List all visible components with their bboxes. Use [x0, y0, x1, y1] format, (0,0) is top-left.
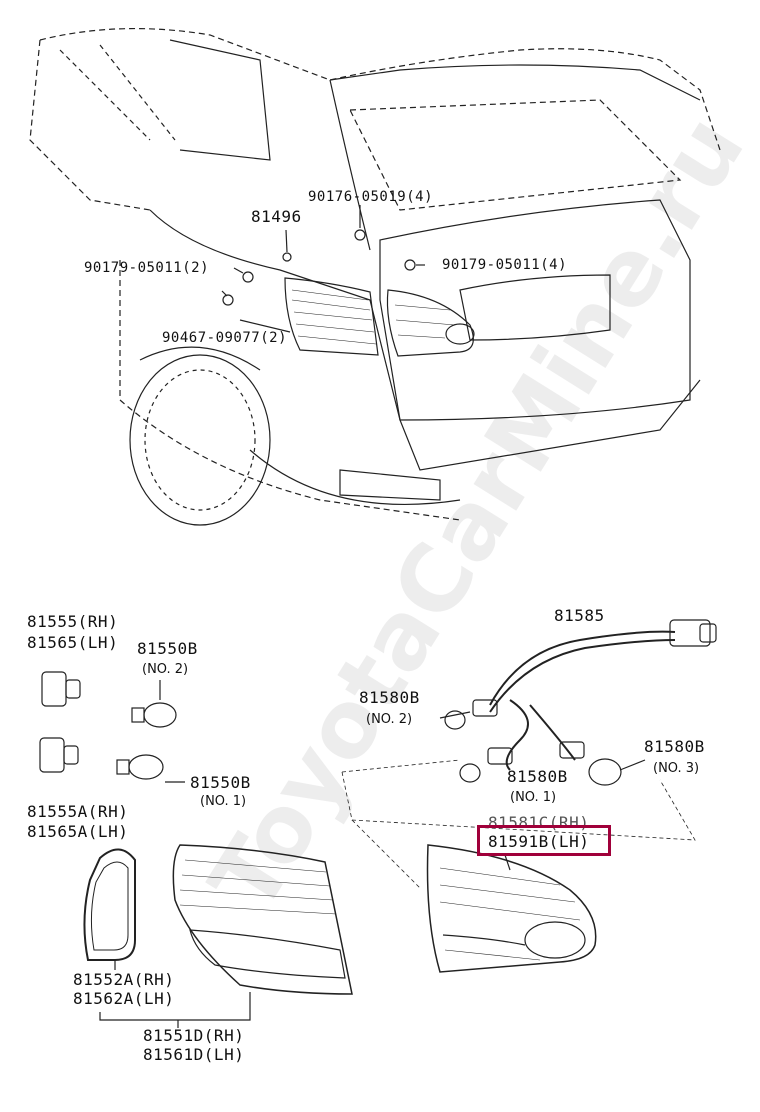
- highlight-box: [477, 825, 611, 856]
- rear-lens-right: [426, 844, 597, 973]
- part-label-81585: 81585: [554, 606, 605, 625]
- bulb-number-no2-right: (NO. 2): [366, 712, 413, 727]
- part-label-90179-05011-left: 90179-05011(2): [84, 260, 210, 276]
- socket-icon: [39, 737, 79, 773]
- part-label-90179-05011-right: 90179-05011(4): [442, 257, 568, 273]
- part-label-81565: 81565(LH): [27, 633, 119, 652]
- wire-harness: [472, 619, 717, 771]
- rear-lens-left: [172, 844, 353, 995]
- part-label-81550b-no2: 81550B: [137, 639, 198, 658]
- bulb-number-no3: (NO. 3): [653, 761, 700, 776]
- part-label-81551d: 81551D(RH): [143, 1026, 245, 1045]
- part-label-81552a: 81552A(RH): [73, 970, 175, 989]
- part-label-81555: 81555(RH): [27, 612, 119, 631]
- car-taillight-left: [284, 277, 379, 356]
- car-taillight-right: [386, 289, 475, 357]
- bulb-icon: [444, 710, 466, 730]
- bolt-icon: [354, 229, 366, 241]
- part-label-81580b-no3: 81580B: [644, 737, 705, 756]
- nut-icon: [404, 259, 416, 271]
- bulb-number-no1-left: (NO. 1): [200, 794, 247, 809]
- nut-icon: [242, 271, 254, 283]
- part-label-81565a: 81565A(LH): [27, 822, 129, 841]
- bulb-number-no2-left: (NO. 2): [142, 662, 189, 677]
- part-label-81561d: 81561D(LH): [143, 1045, 245, 1064]
- bolt-icon: [282, 252, 292, 262]
- part-label-81550b-no1: 81550B: [190, 773, 251, 792]
- part-label-90467-09077: 90467-09077(2): [162, 330, 288, 346]
- part-label-81580b-no1: 81580B: [507, 767, 568, 786]
- part-label-81562a: 81562A(LH): [73, 989, 175, 1008]
- part-label-81496: 81496: [251, 207, 302, 226]
- part-label-90176-05019: 90176-05019(4): [308, 189, 434, 205]
- bulb-number-no1-mid: (NO. 1): [510, 790, 557, 805]
- bulb-icon: [131, 702, 177, 728]
- bulb-icon: [116, 754, 164, 780]
- part-label-81580b-no2: 81580B: [359, 688, 420, 707]
- bulb-icon: [588, 758, 622, 786]
- part-label-81591b: 81591B(LH): [488, 832, 590, 851]
- car-body-outline: [29, 27, 721, 526]
- bulb-icon: [459, 763, 481, 783]
- nut-icon: [222, 294, 234, 306]
- socket-icon: [41, 671, 81, 707]
- gasket: [83, 848, 136, 961]
- part-label-81555a: 81555A(RH): [27, 802, 129, 821]
